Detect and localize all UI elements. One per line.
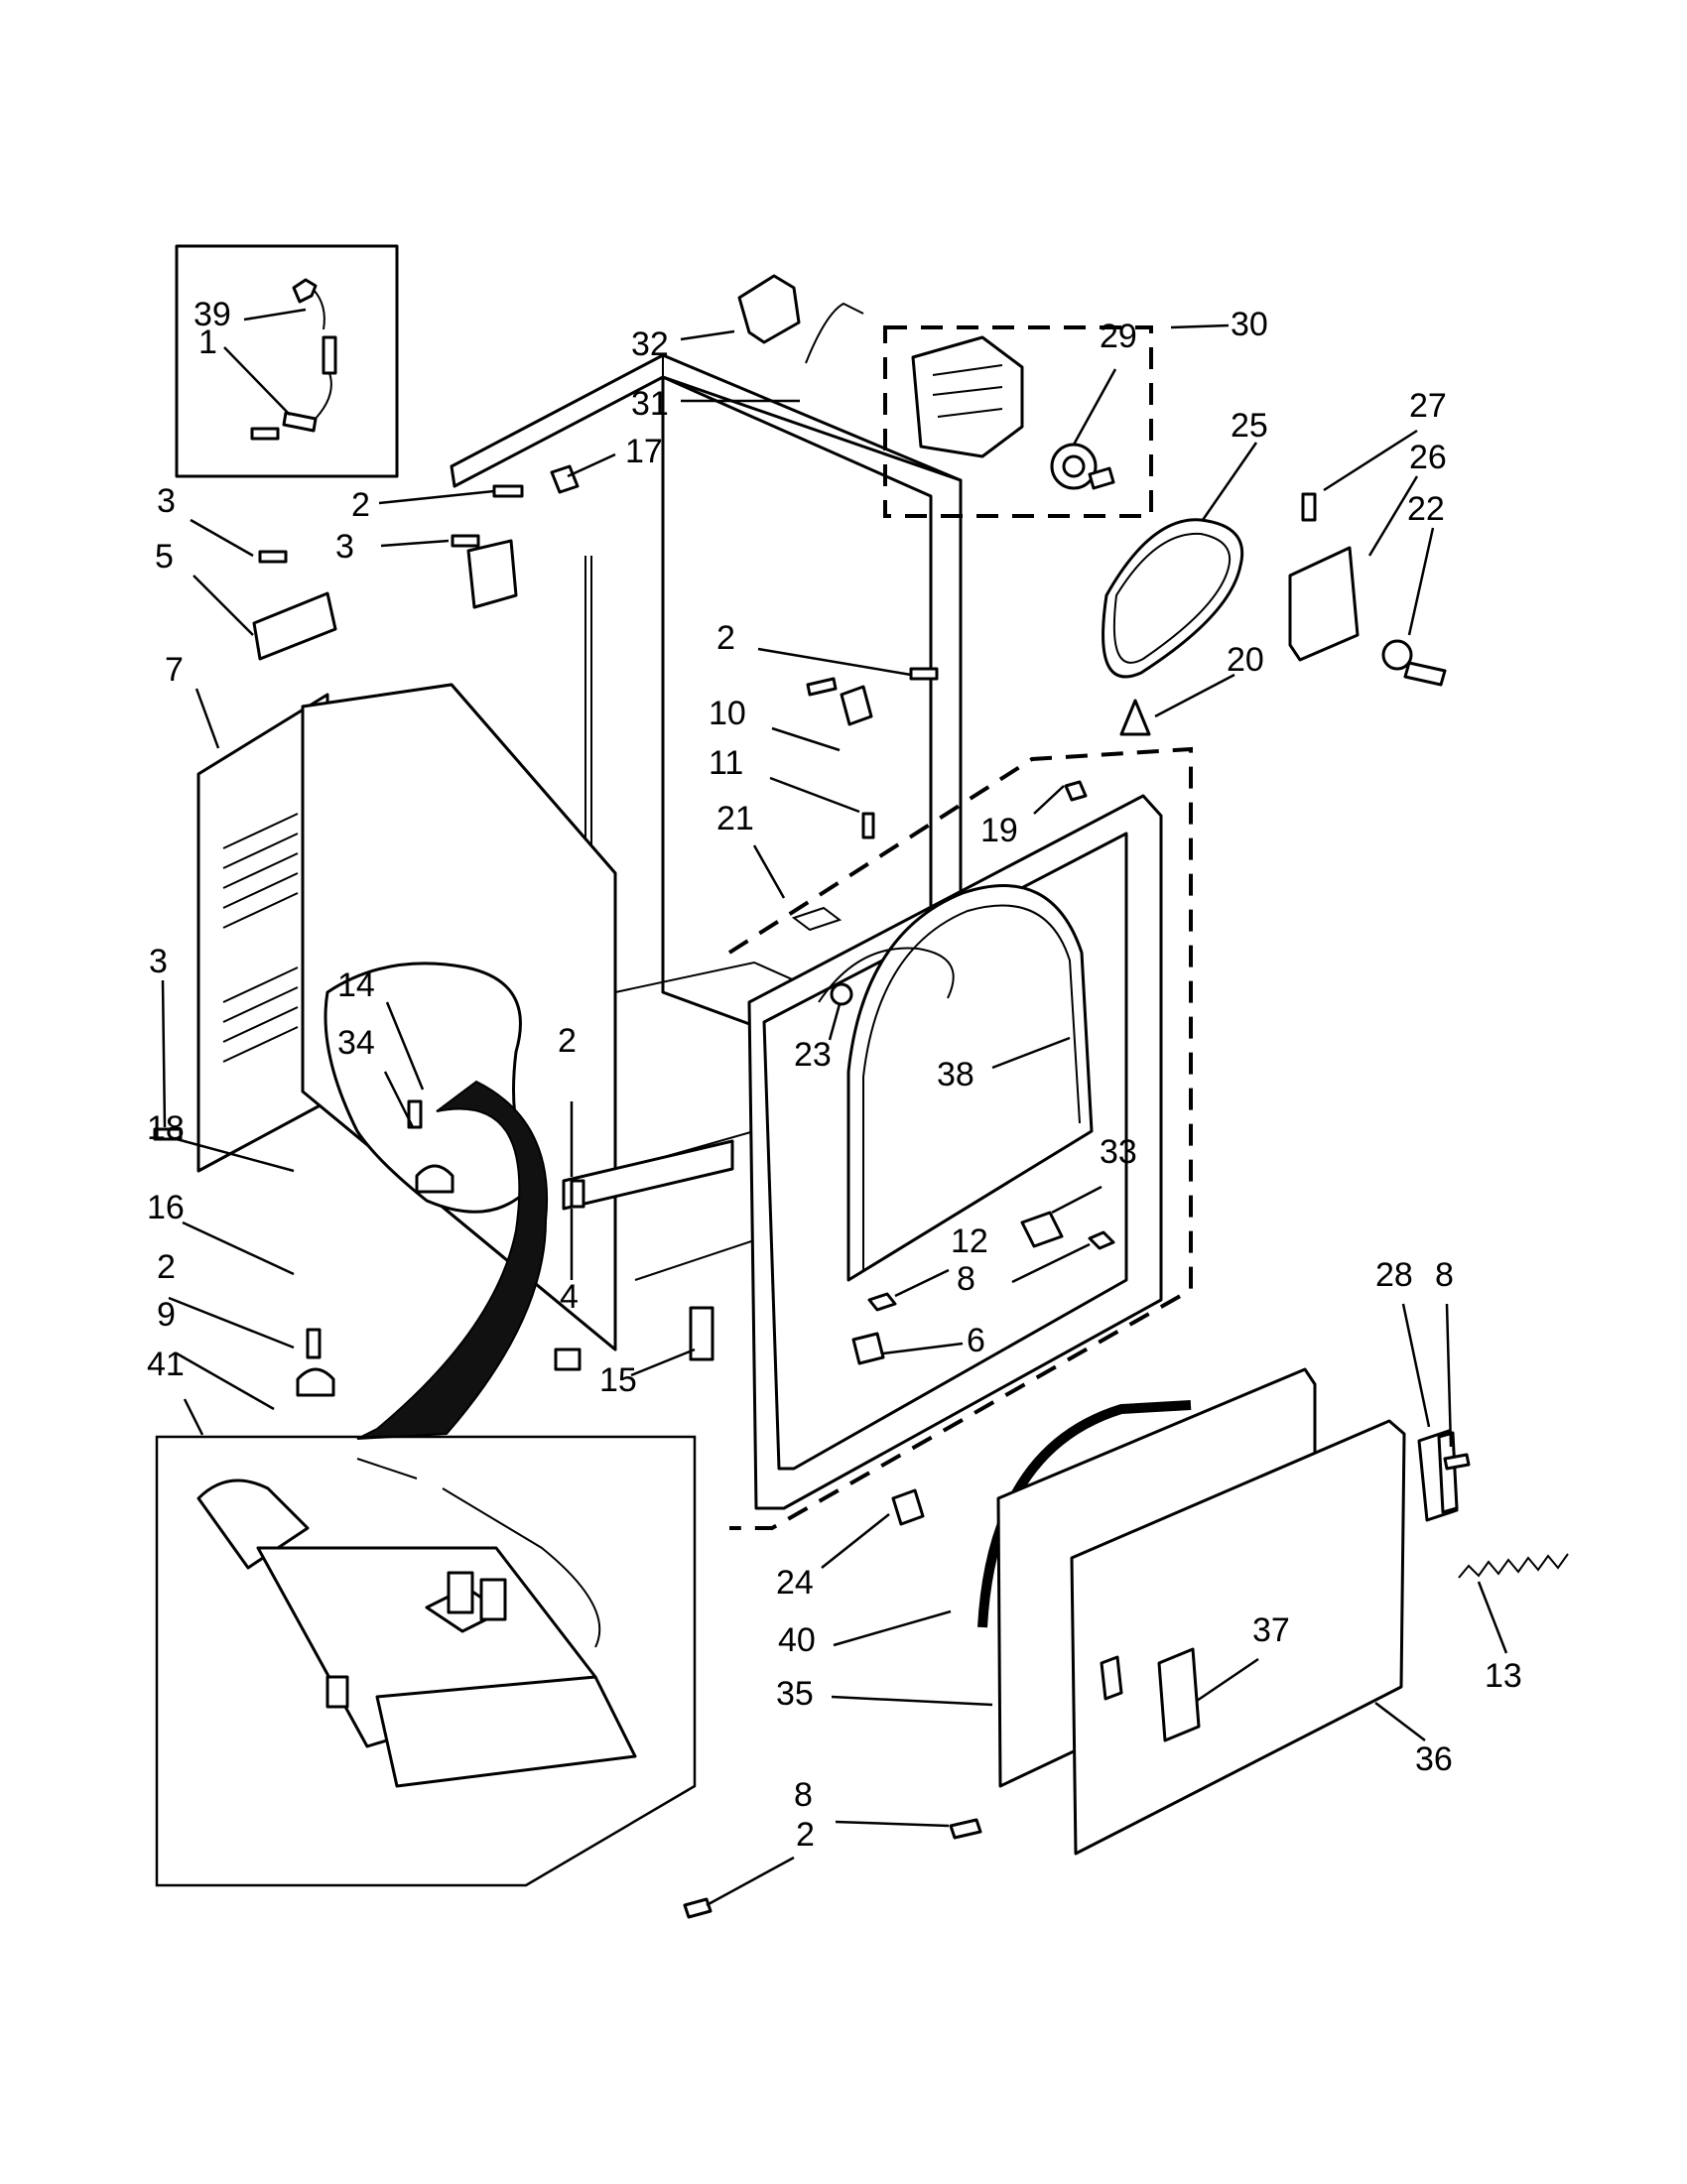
front-panel	[727, 746, 1193, 1530]
callout-5: 5	[155, 538, 174, 576]
callout-8-c: 8	[794, 1776, 813, 1814]
callout-18: 18	[147, 1109, 185, 1147]
fasteners	[153, 427, 1471, 1919]
callout-10: 10	[709, 695, 746, 732]
callout-13: 13	[1485, 1657, 1522, 1695]
callout-29: 29	[1100, 318, 1137, 355]
callout-41: 41	[147, 1346, 185, 1383]
inset-box-thermal-fuse	[175, 244, 399, 478]
callout-2-d: 2	[157, 1248, 176, 1286]
callout-38: 38	[937, 1056, 974, 1093]
callout-3-b: 3	[335, 528, 354, 566]
callout-3-a: 3	[157, 482, 176, 520]
callout-19: 19	[980, 812, 1018, 849]
callout-34: 34	[337, 1024, 375, 1062]
callout-35: 35	[776, 1675, 814, 1713]
callout-15: 15	[599, 1361, 637, 1399]
burner-assembly	[155, 1435, 697, 1887]
callout-27: 27	[1409, 387, 1447, 425]
callout-11: 11	[709, 744, 743, 782]
callout-1: 1	[198, 323, 217, 361]
callout-26: 26	[1409, 439, 1447, 476]
callout-22: 22	[1407, 490, 1445, 528]
callout-23: 23	[794, 1036, 832, 1074]
callout-37: 37	[1252, 1611, 1290, 1649]
callout-40: 40	[778, 1621, 816, 1659]
door-assembly	[891, 1367, 1459, 1856]
leader-lines	[161, 308, 1508, 1907]
callout-9: 9	[157, 1296, 176, 1334]
callout-30: 30	[1231, 306, 1268, 343]
callout-7: 7	[165, 651, 184, 689]
callout-16: 16	[147, 1189, 185, 1226]
callout-2-c: 2	[558, 1022, 577, 1060]
callout-2-b: 2	[716, 619, 735, 657]
cabinet	[196, 353, 963, 1440]
callout-25: 25	[1231, 407, 1268, 445]
callout-8-a: 8	[957, 1260, 975, 1298]
callout-21: 21	[716, 800, 754, 837]
callout-8-b: 8	[1435, 1256, 1454, 1294]
callout-labels: 39 1 3 5 2 17 3 32 31 29 30 27 26 25 22 …	[147, 296, 1522, 1854]
door-spring	[1458, 1553, 1569, 1579]
callout-14: 14	[337, 966, 375, 1004]
callout-28: 28	[1375, 1256, 1413, 1294]
callout-31: 31	[631, 385, 669, 423]
callout-3-c: 3	[149, 943, 168, 980]
louvers	[222, 813, 299, 1063]
callout-36: 36	[1415, 1740, 1453, 1778]
bracket	[1288, 546, 1360, 662]
callout-32: 32	[631, 325, 669, 363]
motor-assembly	[883, 325, 1153, 518]
callout-24: 24	[776, 1564, 814, 1602]
callout-2-a: 2	[351, 486, 370, 524]
callout-4: 4	[560, 1278, 579, 1316]
callout-2-e: 2	[796, 1816, 815, 1854]
callout-20: 20	[1227, 641, 1264, 679]
callout-12: 12	[951, 1222, 988, 1260]
callout-39: 39	[194, 296, 231, 333]
idler-bracket	[737, 274, 801, 344]
callout-33: 33	[1100, 1133, 1137, 1171]
callout-6: 6	[967, 1322, 985, 1359]
callout-17: 17	[625, 433, 663, 470]
idler-spring	[805, 302, 864, 364]
drive-belt	[1102, 518, 1244, 679]
